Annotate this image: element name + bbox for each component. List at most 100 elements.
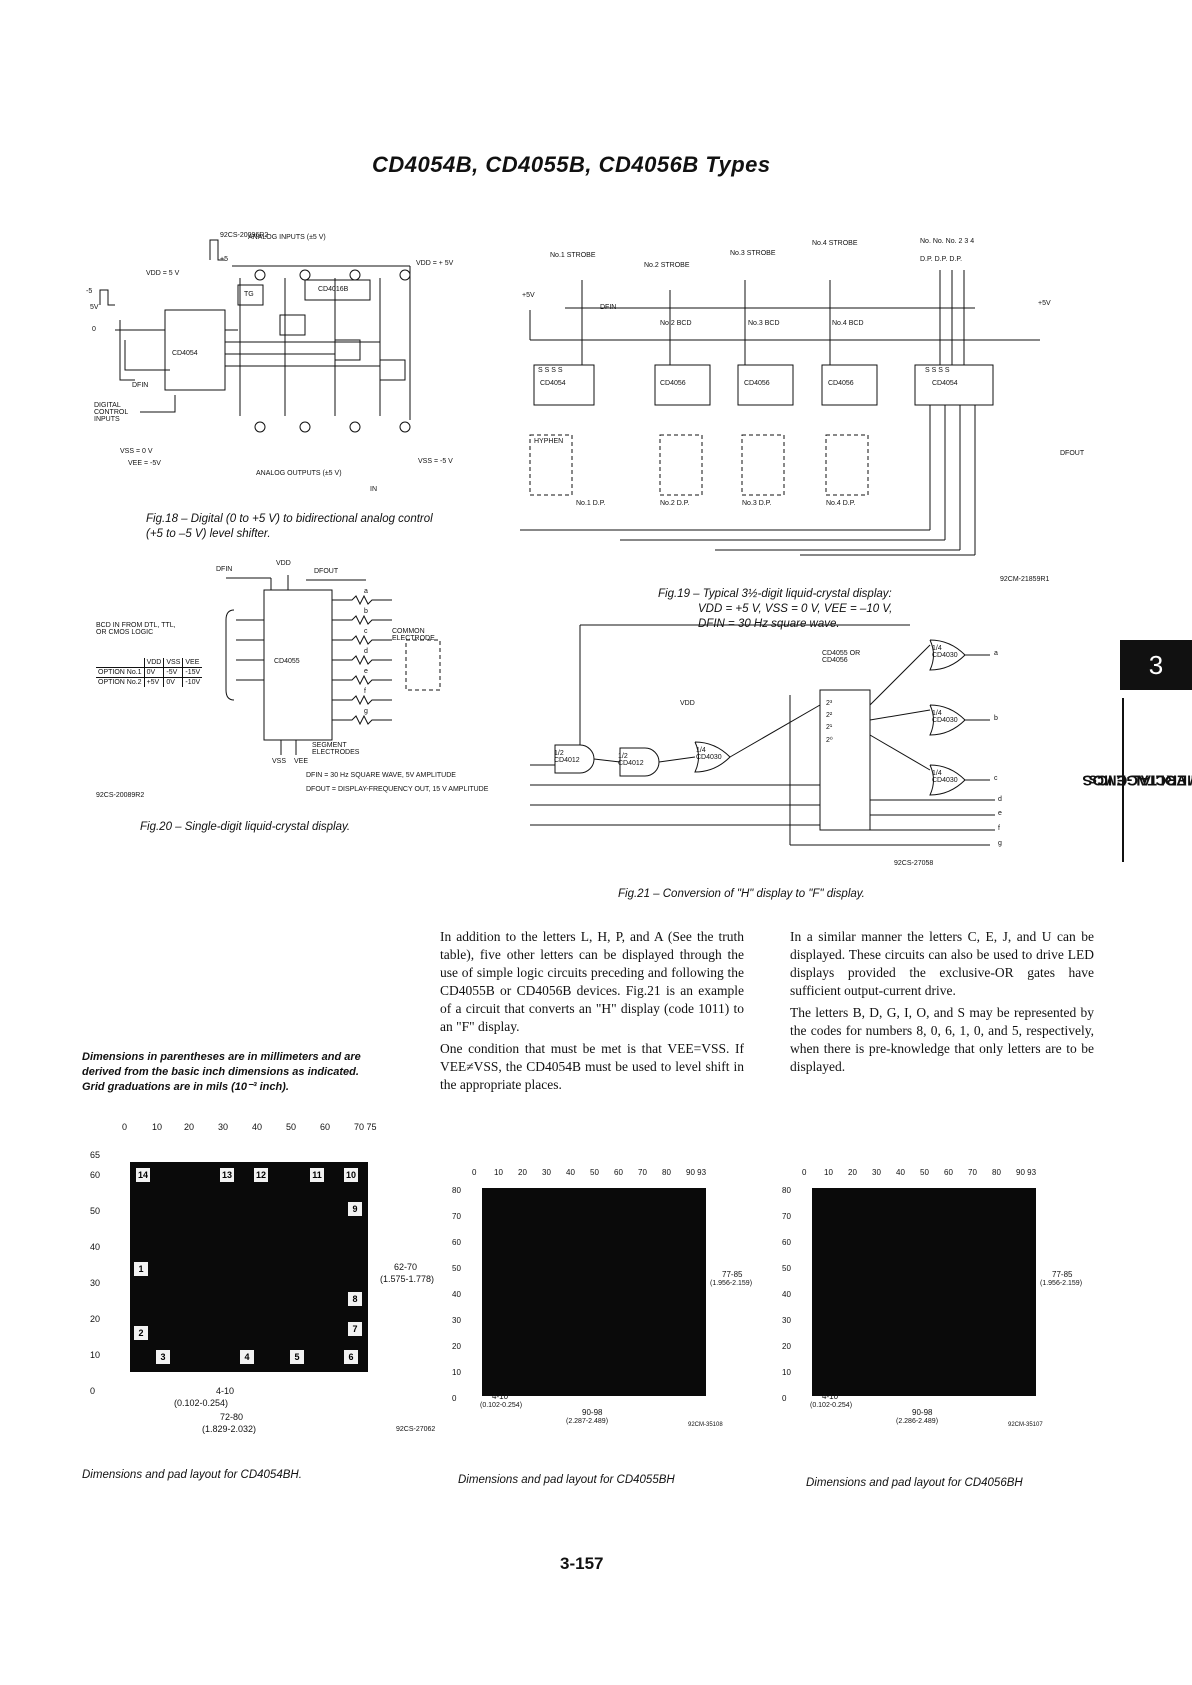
fig21-out-a: a (994, 650, 998, 657)
fig19-chip2: CD4056 (660, 380, 686, 387)
option-row1-vss: -5V (163, 667, 184, 678)
die3-width-mm: (2.286-2.489) (896, 1418, 939, 1425)
fig20-diagram: VDD DFIN DFOUT BCD IN FROM DTL, TTL, OR … (96, 560, 489, 810)
die3-pad-dim: 4-10 (822, 1392, 839, 1401)
fig19-sss-right: S S S S (925, 367, 950, 374)
die1-height-mm: (1.575-1.778) (380, 1274, 435, 1284)
die3-left-30: 30 (782, 1316, 791, 1325)
die1-pad-12: 12 (254, 1168, 268, 1182)
fig19-sss-left: S S S S (538, 367, 563, 374)
text-col2-para2: The letters B, D, G, I, O, and S may be … (790, 1005, 1094, 1074)
fig19-label-dfout: DFOUT (1060, 450, 1085, 457)
fig21-xor4: 1/4 CD4030 (932, 770, 958, 784)
fig21-xor1: 1/4 CD4030 (696, 747, 722, 761)
die3-left-0: 0 (782, 1394, 787, 1403)
die1-pad-mm: (0.102-0.254) (174, 1398, 229, 1408)
die1-left-10: 10 (90, 1350, 101, 1360)
die1-left-65: 65 (90, 1150, 101, 1160)
text-col2-para1: In a similar manner the letters C, E, J,… (790, 929, 1094, 998)
die1-width-mm: (1.829-2.032) (202, 1424, 257, 1434)
section-tab: 3 (1120, 640, 1192, 690)
fig20-seg-g: g (364, 708, 368, 715)
die2-chip (482, 1188, 706, 1396)
die2-top-60: 60 (614, 1168, 623, 1177)
fig20-chip: CD4055 (274, 658, 300, 665)
fig19-label-hyphen: HYPHEN (534, 438, 564, 445)
fig20-dfout-note: DFOUT = DISPLAY-FREQUENCY OUT, 15 V AMPL… (306, 786, 489, 793)
fig20-seg-d: d (364, 648, 368, 655)
fig20-schematic (225, 575, 441, 755)
fig20-dfin-note: DFIN = 30 Hz SQUARE WAVE, 5V AMPLITUDE (306, 772, 456, 779)
dimension-note: Dimensions in parentheses are in millime… (82, 1051, 361, 1093)
fig21-chip-label: CD4055 OR CD4056 (822, 650, 861, 664)
die2-left-70: 70 (452, 1212, 461, 1221)
fig21-in-22: 2² (826, 712, 833, 719)
fig18-label-cd4016: CD4016B (318, 286, 349, 293)
die2-top-90: 90 93 (686, 1168, 707, 1177)
fig18-label-vee: VEE = -5V (128, 460, 161, 467)
fig18-schematic (99, 239, 411, 433)
die1-left-30: 30 (90, 1278, 101, 1288)
fig19-label-no234: No. No. No. 2 3 4 (920, 238, 975, 245)
fig19-chip4: CD4056 (828, 380, 854, 387)
fig19-chip5: CD4054 (932, 380, 958, 387)
fig21-out-b: b (994, 715, 998, 722)
fig20-seg-f: f (364, 688, 366, 695)
die3-left-10: 10 (782, 1368, 791, 1377)
die1-pad-5: 5 (290, 1350, 304, 1364)
fig18-label-plus5: 92CS-20096R2 (220, 232, 269, 239)
option-row1-label: OPTION No.1 (96, 667, 145, 678)
option-row2-label: OPTION No.2 (96, 677, 145, 687)
text-column-1: In addition to the letters L, H, P, and … (440, 928, 744, 1098)
fig21-xor3: 1/4 CD4030 (932, 710, 958, 724)
die2-top-10: 10 (494, 1168, 503, 1177)
die1-pad-13: 13 (220, 1168, 234, 1182)
die3-height-dim: 77-85 (1052, 1270, 1073, 1279)
die3-top-30: 30 (872, 1168, 881, 1177)
die3-top-10: 10 (824, 1168, 833, 1177)
die1-top-60: 60 (320, 1122, 331, 1132)
die2-left-30: 30 (452, 1316, 461, 1325)
fig20-code: 92CS-20089R2 (96, 792, 145, 799)
die1-left-40: 40 (90, 1242, 101, 1252)
fig18-code: IN (370, 486, 377, 493)
fig18-label-digital-control: DIGITAL CONTROL INPUTS (94, 402, 128, 423)
fig18-caption: Fig.18 – Digital (0 to +5 V) to bidirect… (146, 513, 433, 540)
die2-top-50: 50 (590, 1168, 599, 1177)
fig20-seg-c: c (364, 628, 368, 635)
die1-caption: Dimensions and pad layout for CD4054BH. (82, 1469, 302, 1481)
die1-left-50: 50 (90, 1206, 101, 1216)
die1-chip: 14 13 12 11 10 9 8 7 6 5 4 3 2 1 (130, 1162, 368, 1372)
fig18-label-in: 0 (92, 326, 96, 333)
option-row1-vee: -15V (185, 669, 201, 676)
die1-top-30: 30 (218, 1122, 229, 1132)
die3-top-0: 0 (802, 1168, 807, 1177)
die1-top-40: 40 (252, 1122, 263, 1132)
die1-height-dim: 62-70 (394, 1262, 418, 1272)
die3-pad-mm: (0.102-0.254) (810, 1402, 853, 1409)
die1-pad-14: 14 (136, 1168, 150, 1182)
fig19-dp1: No.1 D.P. (576, 500, 606, 507)
fig19-label-no4bcd: No.4 BCD (832, 320, 864, 327)
fig18-label-analog-outputs: ANALOG OUTPUTS (±5 V) (256, 470, 342, 477)
die2-height-dim: 77-85 (722, 1270, 743, 1279)
fig19-caption-line2: VDD = +5 V, VSS = 0 V, VEE = –10 V, (698, 603, 893, 615)
die1-pad-8: 8 (348, 1292, 362, 1306)
fig20-caption: Fig.20 – Single-digit liquid-crystal dis… (140, 821, 351, 833)
fig21-diagram: CD4055 OR CD4056 1/2 CD4012 1/2 CD4012 1… (530, 620, 1020, 875)
fig20-bcd-in: BCD IN FROM DTL, TTL, OR CMOS LOGIC (96, 622, 176, 636)
option-header-blank (96, 658, 145, 668)
fig19-label-dp234: D.P. D.P. D.P. (920, 256, 963, 263)
fig19-label-strobe3: No.3 STROBE (730, 250, 776, 257)
die1-pad-2: 2 (134, 1326, 148, 1340)
fig18-label-vss0: VSS = 0 V (120, 448, 153, 455)
die1-left-0: 0 (90, 1386, 96, 1396)
die1-pad-3: 3 (156, 1350, 170, 1364)
fig18-label-tg: TG (244, 291, 254, 298)
die3-caption: Dimensions and pad layout for CD4056BH (806, 1477, 1023, 1489)
die2-top-0: 0 (472, 1168, 477, 1177)
die3-chip (812, 1188, 1036, 1396)
fig20-seg-a: a (364, 588, 368, 595)
die1-code: 92CS-27062 (396, 1426, 436, 1433)
die1-pad-1: 1 (134, 1262, 148, 1276)
